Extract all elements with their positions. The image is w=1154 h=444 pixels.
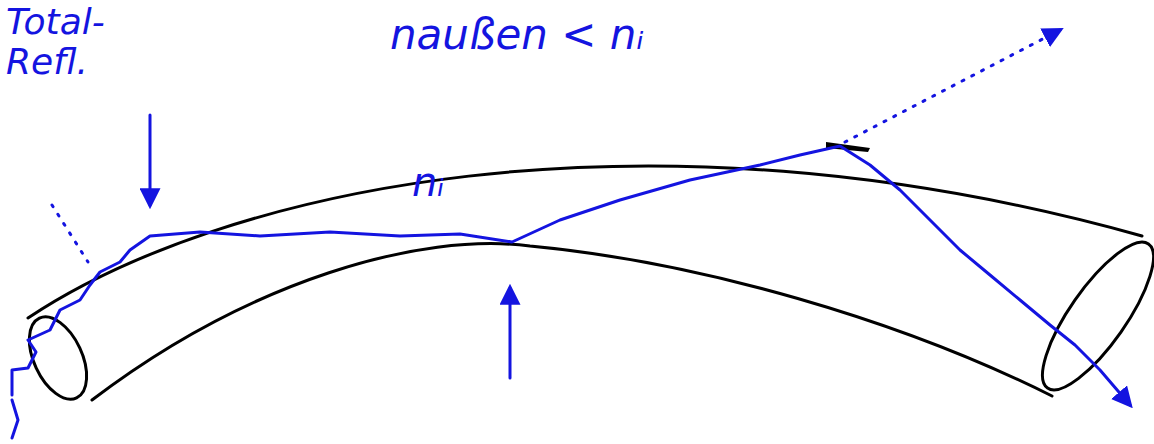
pointer-arrow bbox=[509, 288, 512, 378]
pointer-arrow bbox=[149, 115, 152, 205]
fiber-end-left bbox=[18, 308, 99, 408]
refracted-ray bbox=[845, 30, 1060, 142]
fiber-inner-edge bbox=[92, 244, 1052, 400]
refractive-index-condition: naußen < nᵢ bbox=[390, 12, 910, 58]
annotation-note: Total- Refl. bbox=[6, 2, 136, 81]
light-ray bbox=[12, 146, 1130, 405]
fiber-outer-edge bbox=[28, 166, 1142, 318]
refracted-ray-left bbox=[52, 205, 88, 262]
fiber-end-right bbox=[1025, 228, 1154, 404]
light-ray-entry bbox=[12, 400, 18, 438]
refractive-index-label: nᵢ bbox=[412, 160, 502, 204]
